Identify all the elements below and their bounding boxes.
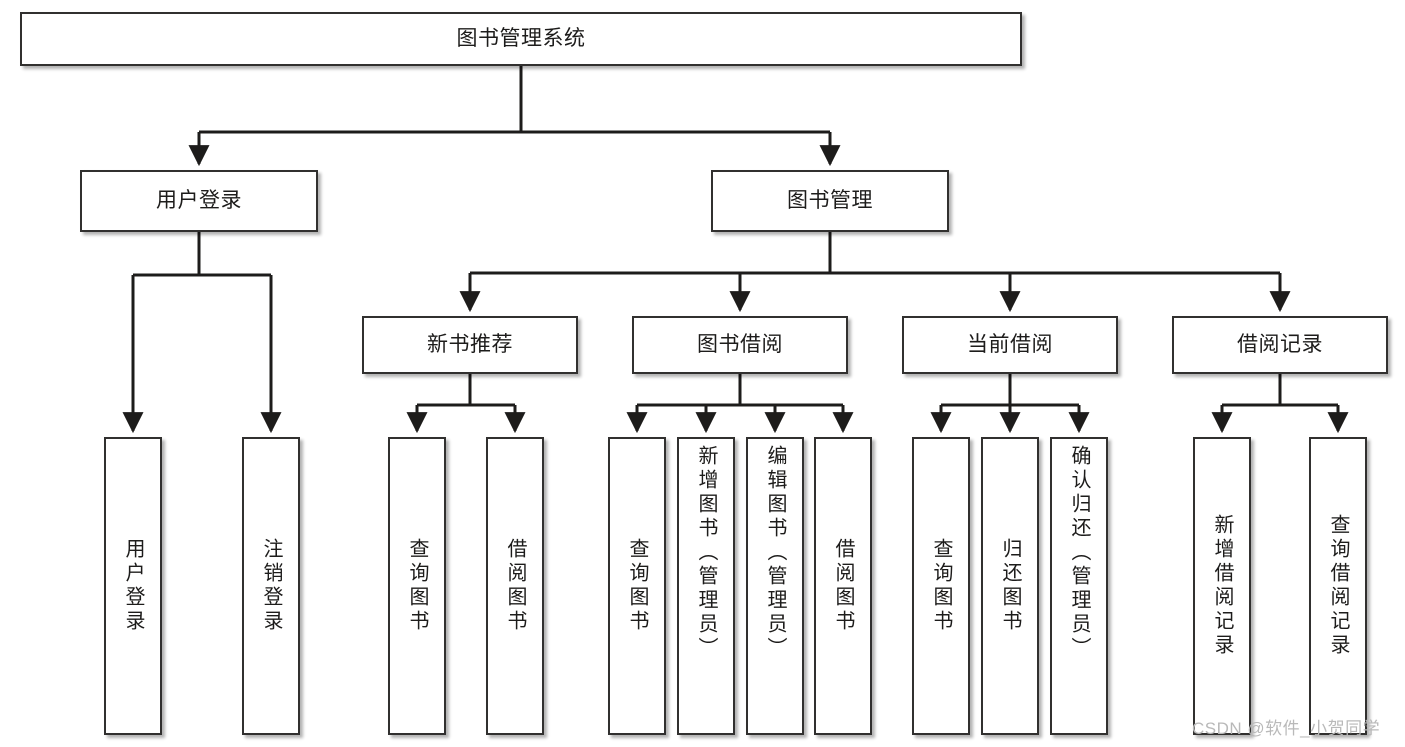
node-user-login-label: 用户登录 <box>156 188 242 212</box>
node-leaf-borrow-book-1-label: 借阅图书 <box>504 538 526 634</box>
node-root-label: 图书管理系统 <box>456 26 586 50</box>
node-leaf-query-record[interactable]: 查询借阅记录 <box>1309 437 1367 735</box>
node-leaf-logout-label: 注销登录 <box>260 538 282 634</box>
node-leaf-borrow-book-2[interactable]: 借阅图书 <box>814 437 872 735</box>
node-leaf-confirm-return-label: 确认归还（管理员） <box>1068 445 1090 661</box>
node-leaf-query-book-3-label: 查询图书 <box>930 538 952 634</box>
node-leaf-query-book-1[interactable]: 查询图书 <box>388 437 446 735</box>
node-leaf-return-book-label: 归还图书 <box>999 538 1021 634</box>
node-new-book-recommend-label: 新书推荐 <box>427 332 513 356</box>
node-leaf-query-book-2-label: 查询图书 <box>626 538 648 634</box>
node-leaf-return-book[interactable]: 归还图书 <box>981 437 1039 735</box>
node-leaf-user-login[interactable]: 用户登录 <box>104 437 162 735</box>
node-leaf-add-record[interactable]: 新增借阅记录 <box>1193 437 1251 735</box>
node-book-manage-label: 图书管理 <box>787 188 873 212</box>
node-book-manage[interactable]: 图书管理 <box>711 170 949 232</box>
node-leaf-user-login-label: 用户登录 <box>122 538 144 634</box>
node-leaf-borrow-book-2-label: 借阅图书 <box>832 538 854 634</box>
node-leaf-add-book[interactable]: 新增图书（管理员） <box>677 437 735 735</box>
node-leaf-edit-book-label: 编辑图书（管理员） <box>764 445 786 661</box>
node-leaf-query-book-2[interactable]: 查询图书 <box>608 437 666 735</box>
node-leaf-query-book-1-label: 查询图书 <box>406 538 428 634</box>
watermark-text: CSDN @软件_小贺同学 <box>1192 719 1381 738</box>
node-borrow-record-label: 借阅记录 <box>1237 332 1323 356</box>
node-user-login[interactable]: 用户登录 <box>80 170 318 232</box>
node-leaf-query-record-label: 查询借阅记录 <box>1327 514 1349 658</box>
node-leaf-logout[interactable]: 注销登录 <box>242 437 300 735</box>
node-leaf-add-book-label: 新增图书（管理员） <box>695 445 717 661</box>
node-leaf-confirm-return[interactable]: 确认归还（管理员） <box>1050 437 1108 735</box>
node-current-borrow[interactable]: 当前借阅 <box>902 316 1118 374</box>
node-book-borrow-label: 图书借阅 <box>697 332 783 356</box>
node-leaf-edit-book[interactable]: 编辑图书（管理员） <box>746 437 804 735</box>
node-book-borrow[interactable]: 图书借阅 <box>632 316 848 374</box>
node-leaf-add-record-label: 新增借阅记录 <box>1211 514 1233 658</box>
node-leaf-query-book-3[interactable]: 查询图书 <box>912 437 970 735</box>
node-leaf-borrow-book-1[interactable]: 借阅图书 <box>486 437 544 735</box>
node-new-book-recommend[interactable]: 新书推荐 <box>362 316 578 374</box>
node-borrow-record[interactable]: 借阅记录 <box>1172 316 1388 374</box>
node-current-borrow-label: 当前借阅 <box>967 332 1053 356</box>
node-root[interactable]: 图书管理系统 <box>20 12 1022 66</box>
